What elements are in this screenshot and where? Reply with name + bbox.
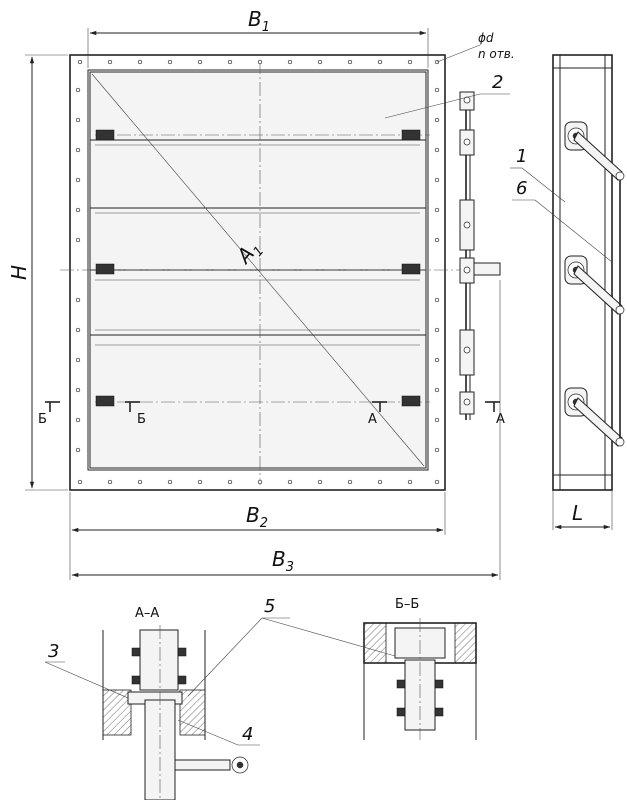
- blade-1: [89, 71, 427, 141]
- section-bb-title: Б–Б: [395, 597, 419, 612]
- label-n-holes: n отв.: [478, 47, 515, 61]
- section-mark-a-right: А: [496, 412, 505, 427]
- callout-4: 4: [242, 724, 253, 745]
- blade-2: [89, 139, 427, 209]
- callouts: 2 1 6 3 5 4: [44, 72, 613, 746]
- section-bb: Б–Б: [363, 597, 477, 740]
- callout-1: 1: [516, 146, 527, 167]
- label-b1: B1: [248, 7, 270, 35]
- bracket-group: [95, 129, 421, 407]
- blade-3: [89, 207, 427, 271]
- front-view: Б Б А А: [38, 54, 505, 491]
- section-marks: Б Б А А: [38, 401, 505, 427]
- callout-6: 6: [516, 178, 527, 199]
- callout-5: 5: [264, 596, 275, 617]
- dimension-lines: [25, 28, 613, 580]
- section-mark-b-left: Б: [38, 412, 47, 427]
- actuator-linkage: [459, 91, 501, 420]
- section-mark-a-left: А: [368, 412, 377, 427]
- bolt-holes: [75, 59, 440, 485]
- label-phi-d: ϕd: [478, 31, 494, 45]
- section-aa: А–А: [102, 606, 249, 800]
- label-h: H: [7, 265, 31, 280]
- blade-5: [89, 334, 427, 469]
- label-b3: B3: [272, 547, 294, 575]
- callout-2: 2: [492, 72, 503, 93]
- section-mark-b-right: Б: [137, 412, 146, 427]
- blade-4: [89, 269, 427, 336]
- section-aa-title: А–А: [135, 606, 159, 621]
- label-l: L: [572, 501, 583, 525]
- side-view: [552, 54, 625, 491]
- callout-3: 3: [48, 641, 59, 662]
- dimension-labels: B1 B2 B3 H A1 ϕd n отв. L: [7, 7, 583, 575]
- label-b2: B2: [246, 503, 268, 531]
- outer-flange: [69, 54, 446, 491]
